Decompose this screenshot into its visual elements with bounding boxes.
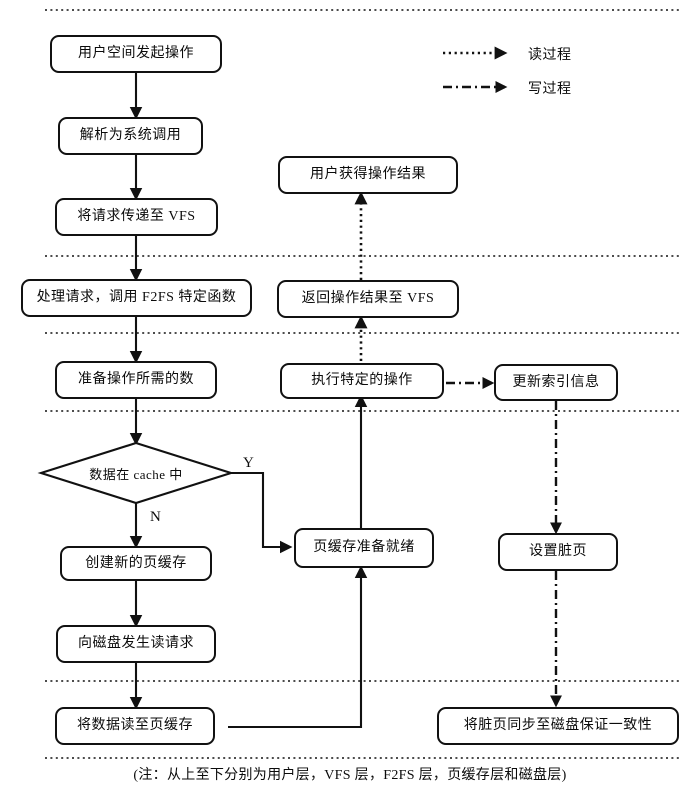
node-execute-operation-label: 执行特定的操作	[311, 373, 413, 389]
edge-label-yes: Y	[243, 455, 254, 471]
node-user-gets-result-label: 用户获得操作结果	[310, 167, 426, 183]
node-user-start[interactable]: 用户空间发起操作	[50, 35, 222, 73]
node-page-cache-ready[interactable]: 页缓存准备就绪	[294, 528, 434, 568]
node-set-dirty-page-label: 设置脏页	[529, 544, 587, 560]
node-return-result-vfs[interactable]: 返回操作结果至 VFS	[277, 280, 459, 318]
node-handle-request[interactable]: 处理请求，调用 F2FS 特定函数	[21, 279, 252, 317]
node-read-into-page-cache[interactable]: 将数据读至页缓存	[55, 707, 215, 745]
legend-glyphs	[443, 46, 508, 93]
node-return-result-vfs-label: 返回操作结果至 VFS	[301, 291, 435, 307]
edge-label-no: N	[150, 509, 161, 525]
node-pass-to-vfs-label: 将请求传递至 VFS	[77, 209, 196, 225]
node-create-page-cache[interactable]: 创建新的页缓存	[60, 546, 212, 581]
node-sync-dirty-page[interactable]: 将脏页同步至磁盘保证一致性	[437, 707, 679, 745]
node-decision-cache-label: 数据在 cache 中	[89, 466, 183, 482]
node-page-cache-ready-label: 页缓存准备就绪	[313, 540, 415, 556]
node-create-page-cache-label: 创建新的页缓存	[85, 555, 187, 571]
figure-caption: (注：从上至下分别为用户层，VFS 层，F2FS 层，页缓存层和磁盘层)	[133, 768, 567, 783]
legend-write-label: 写过程	[528, 82, 572, 97]
node-update-index-label: 更新索引信息	[512, 374, 600, 390]
node-execute-operation[interactable]: 执行特定的操作	[280, 363, 444, 399]
node-user-start-label: 用户空间发起操作	[78, 46, 194, 62]
node-update-index[interactable]: 更新索引信息	[494, 364, 618, 401]
node-pass-to-vfs[interactable]: 将请求传递至 VFS	[55, 198, 218, 236]
node-prepare-data-label: 准备操作所需的数	[78, 372, 194, 388]
node-set-dirty-page[interactable]: 设置脏页	[498, 533, 618, 571]
node-handle-request-label: 处理请求，调用 F2FS 特定函数	[36, 290, 237, 306]
node-sync-dirty-page-label: 将脏页同步至磁盘保证一致性	[463, 718, 653, 734]
node-read-into-page-cache-label: 将数据读至页缓存	[77, 718, 193, 734]
node-disk-read-request-label: 向磁盘发生读请求	[78, 636, 194, 652]
node-prepare-data[interactable]: 准备操作所需的数	[55, 361, 217, 399]
node-user-gets-result[interactable]: 用户获得操作结果	[278, 156, 458, 194]
node-disk-read-request[interactable]: 向磁盘发生读请求	[56, 625, 216, 663]
node-parse-syscall-label: 解析为系统调用	[79, 128, 182, 144]
node-decision-cache[interactable]: 数据在 cache 中	[41, 443, 231, 503]
node-parse-syscall[interactable]: 解析为系统调用	[58, 117, 203, 155]
legend-read-label: 读过程	[528, 48, 572, 63]
